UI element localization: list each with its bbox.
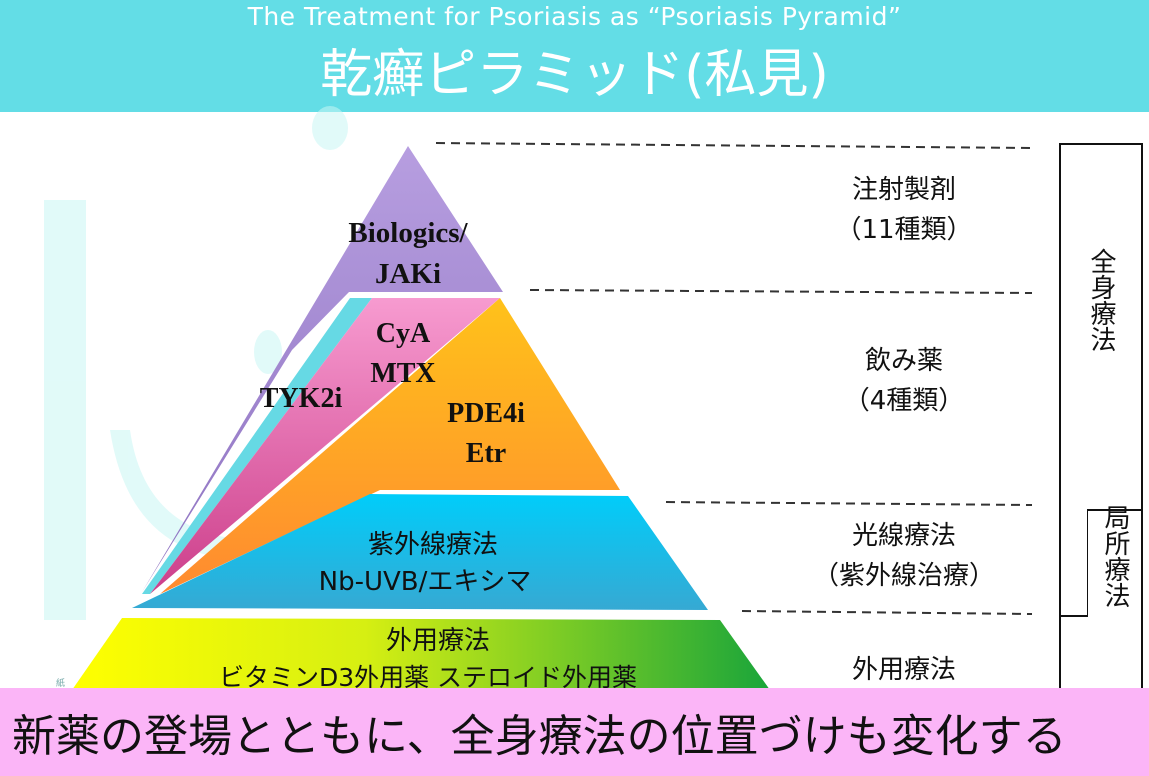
footer-text: 新薬の登場とともに、全身療法の位置づけも変化する (12, 711, 1067, 762)
label-pde4i: PDE4i (447, 398, 525, 429)
label-nbuvb: Nb-UVB/エキシマ (319, 567, 532, 597)
label-mtx: MTX (370, 358, 435, 389)
label-cya: CyA (376, 318, 431, 349)
label-oral: 飲み薬 (865, 346, 943, 376)
dashed-line-top (435, 142, 1033, 149)
label-uv-therapy: （紫外線治療） (813, 561, 995, 591)
watermark-glyph: 紙 (56, 679, 66, 689)
tier-cya-mtx (150, 298, 500, 594)
label-topical: 外用療法 (386, 626, 490, 656)
header-title: 乾癬ピラミッド(私見) (320, 45, 829, 105)
tier-phototherapy (132, 494, 708, 610)
label-oral-count: （4種類） (844, 386, 965, 416)
label-topical-drugs: ビタミンD3外用薬 ステロイド外用薬 (219, 663, 637, 692)
tier-pde4-etr (160, 298, 620, 594)
header-subtitle: The Treatment for Psoriasis as “Psoriasi… (247, 2, 902, 31)
footer-banner: 新薬の登場とともに、全身療法の位置づけも変化する (0, 688, 1149, 776)
label-injection: 注射製剤 (852, 175, 956, 205)
label-local: 局所療法 (1100, 504, 1130, 608)
label-phototherapy: 紫外線療法 (368, 530, 498, 560)
dashed-line-oral (529, 289, 1033, 294)
label-topical-right: 外用療法 (852, 655, 956, 685)
tier-tyk2 (142, 298, 372, 594)
label-photo-right: 光線療法 (852, 521, 956, 551)
tier-topical (72, 618, 770, 690)
label-systemic: 全身療法 (1086, 248, 1116, 352)
label-biologics: Biologics/ (348, 217, 468, 249)
label-etr: Etr (466, 438, 506, 469)
label-injection-count: （11種類） (835, 215, 972, 245)
dashed-line-topical (741, 610, 1033, 615)
tier-biologics (142, 146, 503, 592)
dashed-line-photo (665, 501, 1033, 506)
label-jaki: JAKi (375, 258, 441, 290)
header-banner: The Treatment for Psoriasis as “Psoriasi… (0, 0, 1149, 112)
label-tyk2i: TYK2i (260, 383, 343, 414)
